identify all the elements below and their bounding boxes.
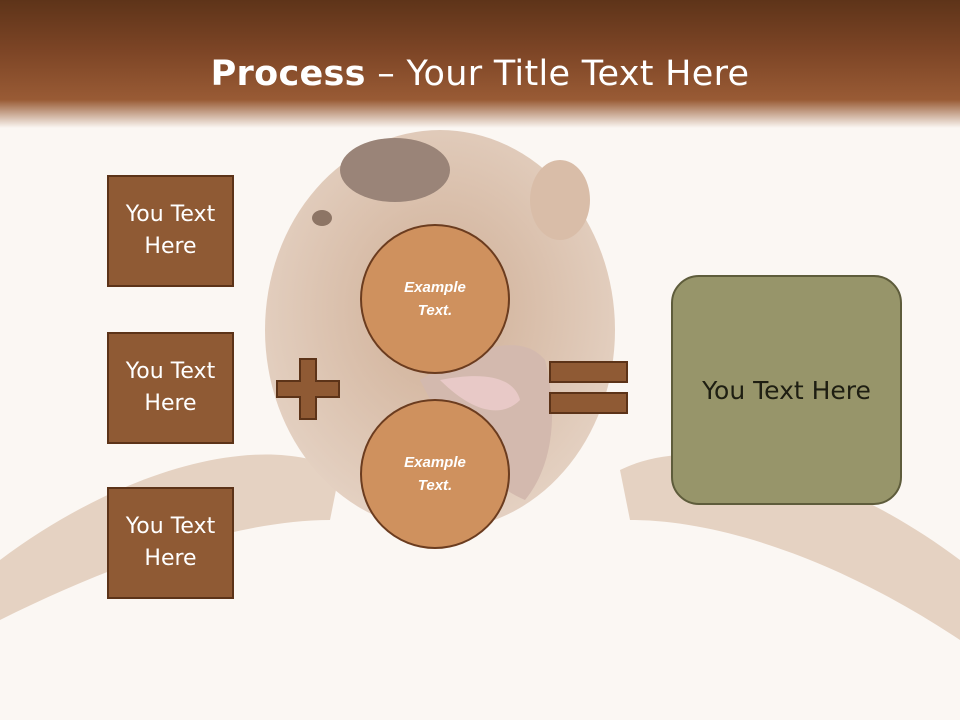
process-box-label: You Text Here bbox=[125, 514, 216, 571]
slide-title: Process – Your Title Text Here bbox=[0, 52, 960, 96]
title-bold: Process bbox=[210, 54, 366, 94]
result-label: You Text Here bbox=[702, 375, 871, 405]
example-circle-1[interactable]: Example Text. bbox=[360, 224, 510, 374]
title-bar bbox=[0, 0, 960, 128]
plus-icon bbox=[276, 358, 340, 420]
process-box-3[interactable]: You Text Here bbox=[107, 487, 234, 599]
process-box-label: You Text Here bbox=[125, 359, 216, 416]
circle-label: Example Text. bbox=[404, 454, 466, 494]
circle-label: Example Text. bbox=[404, 279, 466, 319]
process-box-1[interactable]: You Text Here bbox=[107, 175, 234, 287]
equals-icon bbox=[549, 361, 628, 414]
process-box-2[interactable]: You Text Here bbox=[107, 332, 234, 444]
process-box-label: You Text Here bbox=[125, 202, 216, 259]
result-box[interactable]: You Text Here bbox=[671, 275, 902, 505]
title-rest: – Your Title Text Here bbox=[365, 54, 750, 94]
example-circle-2[interactable]: Example Text. bbox=[360, 399, 510, 549]
